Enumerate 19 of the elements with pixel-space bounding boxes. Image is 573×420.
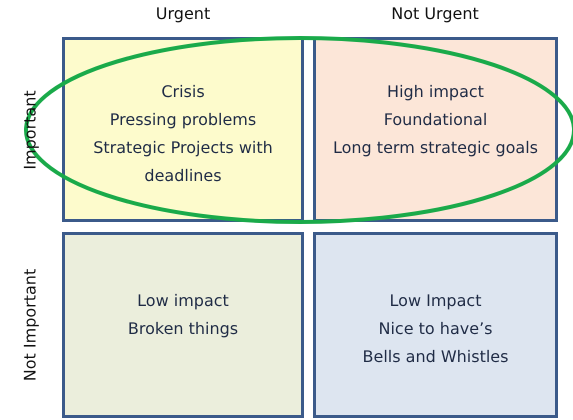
row-heading: Not Important <box>20 268 40 382</box>
quadrant-item: High impact <box>387 81 484 103</box>
quadrant-item: Nice to have’s <box>378 318 492 340</box>
quadrant-item: Low impact <box>137 290 229 312</box>
row-heading: Important <box>20 90 40 170</box>
quadrant-box <box>313 37 558 222</box>
quadrant-item: Broken things <box>128 318 238 340</box>
quadrant-item: Low Impact <box>390 290 482 312</box>
quadrant-item: Strategic Projects with deadlines <box>92 137 274 187</box>
quadrant-item: Crisis <box>161 81 205 103</box>
quadrant-item: Pressing problems <box>110 109 256 131</box>
quadrant-item: Bells and Whistles <box>362 346 508 368</box>
quadrant-box <box>62 37 304 222</box>
quadrant-box <box>62 232 304 418</box>
column-heading: Urgent <box>156 4 210 23</box>
quadrant-item: Foundational <box>384 109 488 131</box>
quadrant-box <box>313 232 558 418</box>
quadrant-item: Long term strategic goals <box>332 137 538 159</box>
column-heading: Not Urgent <box>391 4 479 23</box>
